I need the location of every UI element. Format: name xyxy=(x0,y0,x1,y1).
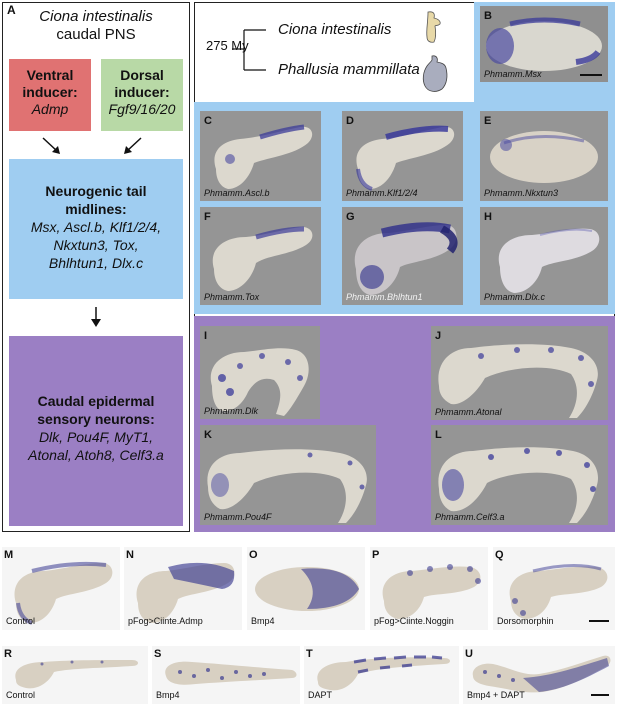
panel-k-image: K Phmamm.Pou4F xyxy=(200,425,376,525)
panel-n-caption: pFog>Ciinte.Admp xyxy=(128,616,203,626)
ventral-inducer-box: Ventral inducer: Admp xyxy=(9,59,91,131)
sensory-genes1: Dlk, Pou4F, MyT1, xyxy=(38,429,154,445)
panel-f-letter: F xyxy=(204,211,211,223)
panel-d-letter: D xyxy=(346,115,354,127)
phylogeny-species-ciona: Ciona intestinalis xyxy=(278,21,392,38)
panel-l-caption: Phmamm.Celf3.a xyxy=(435,512,505,522)
panel-e-image: E Phmamm.Nkxtun3 xyxy=(480,111,608,201)
panel-b-scale-bar xyxy=(580,74,602,76)
panel-j-caption: Phmamm.Atonal xyxy=(435,407,502,417)
panel-a-letter: A xyxy=(7,3,16,17)
panel-p-image: P pFog>Ciinte.Noggin xyxy=(370,547,488,630)
panel-p-caption: pFog>Ciinte.Noggin xyxy=(374,616,454,626)
panel-s-image: S Bmp4 xyxy=(152,646,300,704)
panel-r-image: R Control xyxy=(2,646,148,704)
arrow-down-icon xyxy=(91,307,101,327)
midlines-genes2: Nkxtun3, Tox, xyxy=(53,237,139,253)
panel-o-letter: O xyxy=(249,549,258,561)
panel-o-image: O Bmp4 xyxy=(247,547,365,630)
panel-i-letter: I xyxy=(204,330,208,342)
ciona-silhouette-icon xyxy=(426,11,441,43)
phallusia-silhouette-icon xyxy=(422,55,448,92)
panel-b-caption: Phmamm.Msx xyxy=(484,69,542,79)
panel-m-caption: Control xyxy=(6,616,36,626)
phylogeny-tree-icon xyxy=(232,29,266,71)
panel-g-caption: Phmamm.Bhlhtun1 xyxy=(346,292,423,302)
panel-o-caption: Bmp4 xyxy=(251,616,275,626)
panel-q-image: Q Dorsomorphin xyxy=(493,547,615,630)
dorsal-inducer-title1: Dorsal xyxy=(120,67,164,83)
panel-k-letter: K xyxy=(204,429,212,441)
arrow-ventral-icon xyxy=(42,137,60,154)
panel-k-caption: Phmamm.Pou4F xyxy=(204,512,272,522)
phylogeny-species-phallusia: Phallusia mammillata xyxy=(278,61,420,78)
panel-b-letter: B xyxy=(484,10,492,22)
sensory-genes2: Atonal, Atoh8, Celf3.a xyxy=(28,447,164,463)
panel-d-caption: Phmamm.Klf1/2/4 xyxy=(346,188,418,198)
panel-u-caption: Bmp4 + DAPT xyxy=(467,690,525,700)
sensory-neurons-box: Caudal epidermal sensory neurons: Dlk, P… xyxy=(9,336,183,526)
panel-g-image: G Phmamm.Bhlhtun1 xyxy=(342,207,463,305)
panel-h-image: H Phmamm.Dlx.c xyxy=(480,207,608,305)
panel-f-caption: Phmamm.Tox xyxy=(204,292,260,302)
panel-n-letter: N xyxy=(126,549,134,561)
ventral-inducer-gene: Admp xyxy=(31,101,69,117)
panel-e-letter: E xyxy=(484,115,492,127)
panel-b-image: B Phmamm.Msx xyxy=(480,6,608,82)
panel-l-image: L Phmamm.Celf3.a xyxy=(431,425,608,525)
sensory-title2: sensory neurons: xyxy=(37,411,155,427)
panel-a-title-species: Ciona intestinalis xyxy=(39,8,153,25)
panel-r-letter: R xyxy=(4,648,12,660)
panel-r-caption: Control xyxy=(6,690,36,700)
panel-t-caption: DAPT xyxy=(308,690,333,700)
ventral-inducer-title2: inducer: xyxy=(22,84,78,100)
panel-q-letter: Q xyxy=(495,549,504,561)
panel-t-image: T DAPT xyxy=(304,646,459,704)
panel-i-caption: Phmamm.Dlk xyxy=(204,406,259,416)
panel-a-title: Ciona intestinalis caudal PNS xyxy=(2,8,190,44)
panel-u-scale-bar xyxy=(591,694,609,696)
panel-i-image: I Phmamm.Dlk xyxy=(200,326,320,419)
panel-h-letter: H xyxy=(484,211,492,223)
panel-g-letter: G xyxy=(346,211,355,223)
panel-m-image: M Control xyxy=(2,547,120,630)
panel-q-caption: Dorsomorphin xyxy=(497,616,554,626)
panel-s-caption: Bmp4 xyxy=(156,690,180,700)
sensory-title1: Caudal epidermal xyxy=(37,393,155,409)
dorsal-inducer-gene: Fgf9/16/20 xyxy=(108,101,176,117)
panel-p-letter: P xyxy=(372,549,380,561)
panel-d-image: D Phmamm.Klf1/2/4 xyxy=(342,111,463,201)
panel-j-letter: J xyxy=(435,330,442,342)
panel-u-letter: U xyxy=(465,648,473,660)
midlines-genes1: Msx, Ascl.b, Klf1/2/4, xyxy=(30,219,162,235)
panel-q-scale-bar xyxy=(589,620,609,622)
panel-c-image: C Phmamm.Ascl.b xyxy=(200,111,321,201)
panel-j-image: J Phmamm.Atonal xyxy=(431,326,608,420)
panel-h-caption: Phmamm.Dlx.c xyxy=(484,292,546,302)
panel-e-caption: Phmamm.Nkxtun3 xyxy=(484,188,559,198)
midlines-title2: midlines: xyxy=(65,201,127,217)
midlines-box: Neurogenic tail midlines: Msx, Ascl.b, K… xyxy=(9,159,183,299)
panel-m-letter: M xyxy=(4,549,14,561)
ventral-inducer-title1: Ventral xyxy=(26,67,74,83)
panel-c-letter: C xyxy=(204,115,212,127)
dorsal-inducer-title2: inducer: xyxy=(114,84,170,100)
arrow-dorsal-icon xyxy=(124,137,142,154)
panel-n-image: N pFog>Ciinte.Admp xyxy=(124,547,242,630)
panel-l-letter: L xyxy=(435,429,442,441)
panel-f-image: F Phmamm.Tox xyxy=(200,207,321,305)
panel-c-caption: Phmamm.Ascl.b xyxy=(204,188,270,198)
panel-t-letter: T xyxy=(306,648,313,660)
panel-a-title-sub: caudal PNS xyxy=(56,26,136,43)
dorsal-inducer-box: Dorsal inducer: Fgf9/16/20 xyxy=(101,59,183,131)
panel-s-letter: S xyxy=(154,648,162,660)
midlines-genes3: Bhlhtun1, Dlx.c xyxy=(48,255,144,271)
panel-u-image: U Bmp4 + DAPT xyxy=(463,646,615,704)
midlines-title1: Neurogenic tail xyxy=(45,183,147,199)
